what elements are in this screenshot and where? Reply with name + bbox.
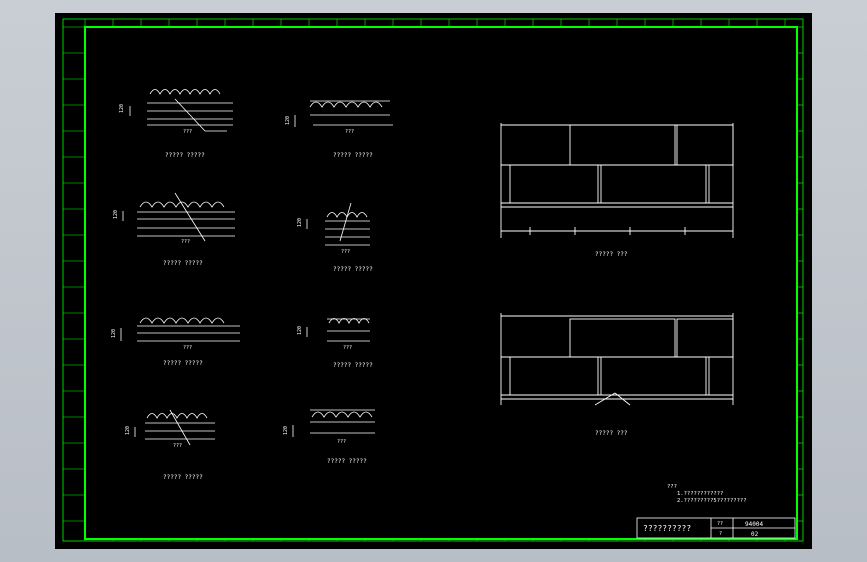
detail-mid-4-title: ????? ????? bbox=[327, 458, 367, 465]
detail-left-2 bbox=[122, 192, 235, 242]
detail-left-2-bottom-dim: ??? bbox=[181, 239, 190, 245]
detail-left-2-title: ????? ????? bbox=[163, 260, 203, 267]
detail-mid-4 bbox=[292, 409, 375, 437]
detail-left-4-dim: 120 bbox=[125, 426, 131, 435]
detail-mid-2 bbox=[306, 202, 370, 246]
title-block-code: 94004 bbox=[745, 521, 763, 528]
detail-mid-2-dim: 120 bbox=[297, 218, 303, 227]
detail-left-1-bottom-dim: ??? bbox=[183, 129, 192, 135]
detail-mid-4-bottom-dim: ??? bbox=[337, 439, 346, 445]
drawing-sheet[interactable]: ????? ????? 120 ??? ????? ????? 120 ??? … bbox=[55, 13, 812, 549]
detail-left-4 bbox=[134, 409, 215, 446]
detail-mid-2-bottom-dim: ??? bbox=[341, 249, 350, 255]
detail-mid-2-title: ????? ????? bbox=[333, 266, 373, 273]
detail-mid-1 bbox=[294, 100, 393, 127]
detail-left-4-bottom-dim: ??? bbox=[173, 443, 182, 449]
section-upper bbox=[500, 123, 734, 238]
detail-mid-3-bottom-dim: ??? bbox=[343, 345, 352, 351]
detail-mid-1-dim: 120 bbox=[285, 116, 291, 125]
title-block-frame bbox=[636, 517, 796, 539]
detail-left-1 bbox=[129, 89, 233, 132]
detail-left-3-bottom-dim: ??? bbox=[183, 345, 192, 351]
section-lower bbox=[500, 313, 734, 406]
title-block-label-b: ? bbox=[719, 531, 722, 537]
detail-mid-3 bbox=[306, 318, 370, 342]
section-lower-title: ????? ??? bbox=[595, 430, 628, 437]
title-block-label-a: ?? bbox=[717, 521, 723, 527]
notes-heading: ??? bbox=[667, 484, 677, 490]
detail-left-1-dim: 120 bbox=[119, 104, 125, 113]
detail-left-2-dim: 120 bbox=[113, 210, 119, 219]
notes-line-1: 1.???????????? bbox=[677, 491, 723, 497]
detail-mid-1-title: ????? ????? bbox=[333, 152, 373, 159]
detail-left-1-title: ????? ????? bbox=[165, 152, 205, 159]
detail-mid-3-dim: 120 bbox=[297, 326, 303, 335]
detail-left-3-title: ????? ????? bbox=[163, 360, 203, 367]
title-block-sheet: 02 bbox=[751, 531, 759, 538]
detail-mid-1-bottom-dim: ??? bbox=[345, 129, 354, 135]
detail-left-3 bbox=[120, 317, 240, 342]
detail-left-4-title: ????? ????? bbox=[163, 474, 203, 481]
section-upper-title: ????? ??? bbox=[595, 251, 628, 258]
detail-mid-3-title: ????? ????? bbox=[333, 362, 373, 369]
title-block-name: ?????????? bbox=[643, 524, 691, 533]
notes-line-2: 2.?????????5????????? bbox=[677, 498, 747, 504]
frame-ticks bbox=[63, 19, 803, 541]
sheet-frame bbox=[62, 18, 804, 542]
detail-mid-4-dim: 120 bbox=[283, 426, 289, 435]
drawing-canvas: ????? ????? 120 ??? ????? ????? 120 ??? … bbox=[62, 18, 804, 542]
detail-left-3-dim: 120 bbox=[111, 329, 117, 338]
